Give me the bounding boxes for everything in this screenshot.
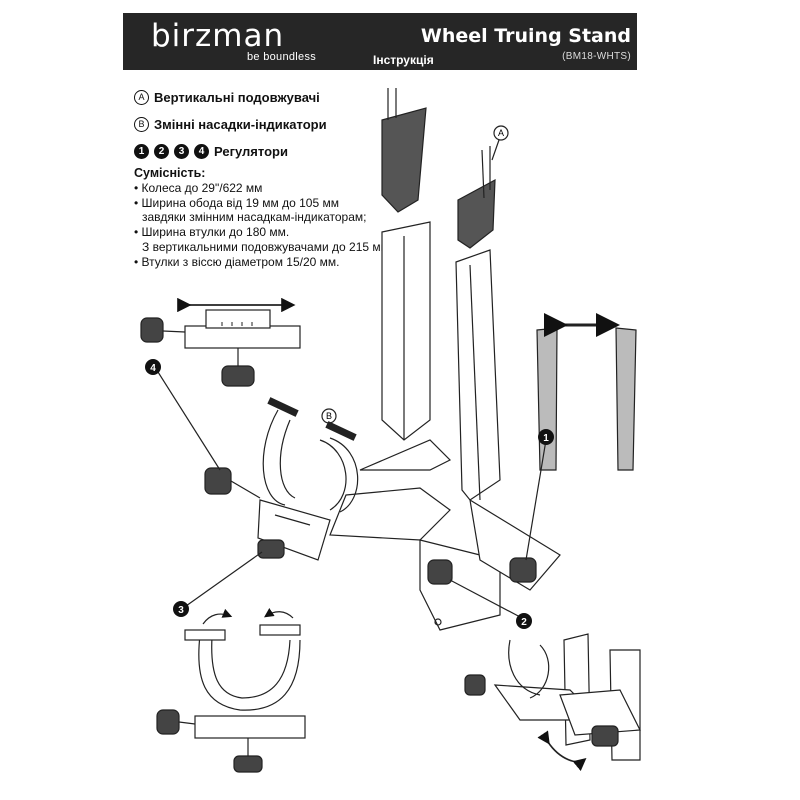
callout-2-marker: 2 (516, 613, 532, 629)
vertical-extender-left (381, 88, 427, 213)
callout-a-label: A (498, 128, 504, 138)
callout-3-label: 3 (178, 605, 184, 616)
document-subtitle: Інструкція (373, 53, 434, 67)
regulator-mark-4: 4 (194, 144, 209, 159)
caliper-assembly (257, 397, 359, 561)
knob-2-icon (427, 559, 453, 585)
callout-a-circle (493, 125, 509, 141)
callout-3-marker: 3 (173, 601, 189, 617)
detail-arms-spread (156, 608, 306, 773)
compatibility-title: Сумісність: (134, 166, 206, 180)
callout-1-label: 1 (543, 433, 549, 444)
header-banner: birzman be boundless Wheel Truing Stand … (123, 13, 637, 70)
product-title: Wheel Truing Stand (420, 25, 631, 47)
vertical-extender-right (457, 146, 496, 249)
callout-4-label: 4 (150, 363, 156, 374)
legend-item-a: A Вертикальні подовжувачі (134, 90, 320, 105)
callout-b-label: B (326, 411, 332, 421)
brand-tagline: be boundless (247, 51, 317, 63)
stand-upright-right (455, 249, 501, 501)
callout-b-circle (321, 408, 337, 424)
compat-line: • Ширина втулки до 180 мм. (134, 225, 290, 240)
compat-line: З вертикальними подовжувачами до 215 мм; (142, 239, 393, 254)
compat-line: • Ширина обода від 19 мм до 105 мм (134, 195, 339, 210)
legend-item-regulators: 1 2 3 4 Регулятори (134, 144, 288, 159)
regulator-mark-3: 3 (174, 144, 189, 159)
compat-line: • Колеса до 29"/622 мм (134, 180, 263, 195)
compat-line: завдяки змінним насадкам-індикаторам; (142, 210, 367, 225)
callout-a-mark: A (134, 90, 149, 105)
detail-mounted-view (464, 633, 641, 772)
legend-regulators-text: Регулятори (214, 144, 288, 159)
callout-4-marker: 4 (145, 359, 161, 375)
callout-b-mark: B (134, 117, 149, 132)
legend-a-text: Вертикальні подовжувачі (154, 90, 320, 105)
callout-2-label: 2 (521, 617, 527, 628)
legend-b-text: Змінні насадки-індикатори (154, 117, 327, 132)
detail-upright-spread (536, 313, 637, 471)
stand-base (329, 439, 561, 631)
stand-upright-left (381, 221, 431, 441)
knob-4-icon (204, 467, 261, 499)
knob-1-icon (509, 557, 537, 583)
brand-logo: birzman (151, 18, 285, 54)
regulator-mark-2: 2 (154, 144, 169, 159)
compat-line: • Втулки з віссю діаметром 15/20 мм. (134, 254, 340, 269)
model-number: (BM18-WHTS) (562, 51, 631, 62)
compatibility-list: • Колеса до 29"/622 мм • Ширина обода ві… (134, 181, 392, 270)
knob-3-icon (257, 539, 285, 559)
detail-caliper-slide (140, 297, 301, 387)
callout-1-marker: 1 (538, 429, 554, 445)
compatibility-block: Сумісність: • Колеса до 29"/622 мм • Шир… (134, 166, 392, 270)
regulator-mark-1: 1 (134, 144, 149, 159)
legend-item-b: B Змінні насадки-індикатори (134, 117, 327, 132)
